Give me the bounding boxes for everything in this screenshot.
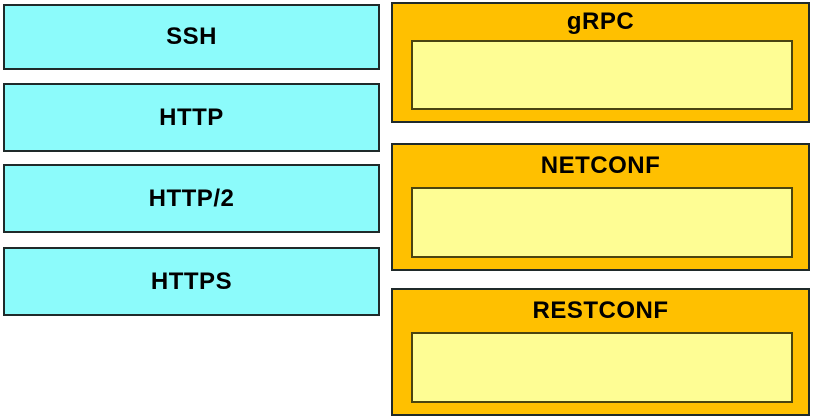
drop-zone-netconf[interactable] xyxy=(411,187,793,258)
drag-item-label: HTTPS xyxy=(150,267,233,295)
drop-target-label: NETCONF xyxy=(540,152,661,179)
drag-item-http[interactable]: HTTP xyxy=(3,83,380,152)
drop-target-netconf: NETCONF xyxy=(391,143,810,271)
drag-item-https[interactable]: HTTPS xyxy=(3,247,380,316)
drag-item-ssh[interactable]: SSH xyxy=(3,4,380,70)
drop-zone-grpc[interactable] xyxy=(411,40,793,110)
drag-item-http2[interactable]: HTTP/2 xyxy=(3,164,380,233)
drag-item-label: HTTP/2 xyxy=(148,184,235,212)
drop-target-restconf: RESTCONF xyxy=(391,288,810,416)
drag-item-label: HTTP xyxy=(159,103,224,131)
drop-target-grpc: gRPC xyxy=(391,2,810,123)
drop-zone-restconf[interactable] xyxy=(411,332,793,403)
drag-item-label: SSH xyxy=(166,23,217,50)
drop-target-label: gRPC xyxy=(566,8,635,35)
drop-target-label: RESTCONF xyxy=(532,297,669,324)
